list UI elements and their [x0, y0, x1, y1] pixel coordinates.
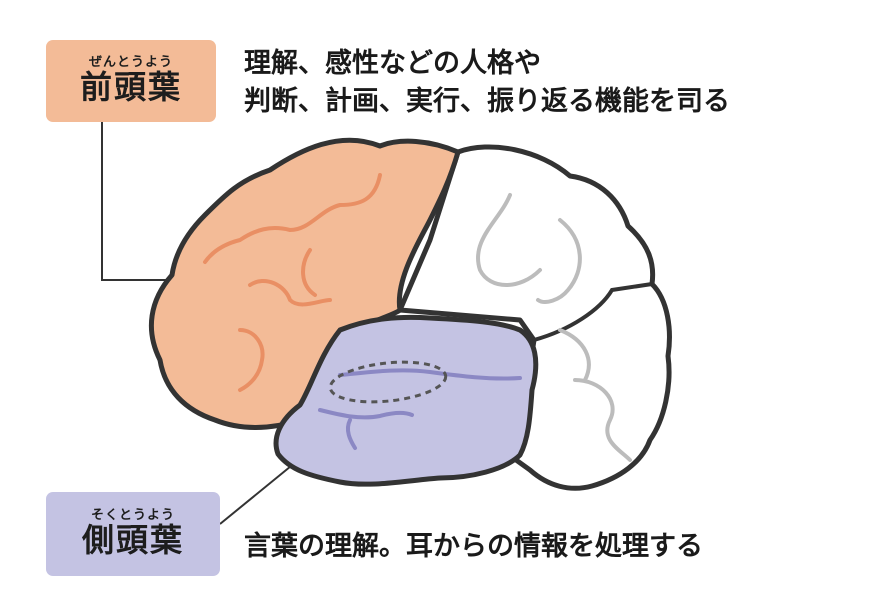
temporal-lobe-name: 側頭葉	[81, 521, 184, 560]
parietal-sulcus-2	[536, 218, 582, 304]
temporal-lobe-label: そくとうよう 側頭葉	[46, 492, 220, 576]
frontal-lobe-description-line-1: 理解、感性などの人格や	[244, 48, 541, 79]
parietal-occipital-region	[397, 144, 672, 491]
frontal-sulcus-3	[238, 328, 265, 392]
parietal-sulcus-1	[476, 193, 542, 287]
frontal-lobe-description-line-2: 判断、計画、実行、振り返る機能を司る	[244, 86, 730, 117]
occipital-sulcus-2	[558, 328, 591, 382]
frontal-sulcus-2	[248, 279, 332, 307]
frontal-lobe-ruby: ぜんとうよう	[88, 55, 173, 71]
frontal-sulcus-1	[203, 173, 382, 264]
temporal-sulcus-3	[345, 418, 357, 450]
temporal-lobe-description: 言葉の理解。耳からの情報を処理する	[244, 531, 703, 562]
temporal-lobe-ruby: そくとうよう	[90, 508, 175, 524]
temporal-sulcus-1	[338, 368, 522, 381]
temporal-lobe-shape	[273, 314, 539, 487]
frontal-lobe-description: 理解、感性などの人格や 判断、計画、実行、振り返る機能を司る	[244, 45, 730, 121]
frontal-lobe-label: ぜんとうよう 前頭葉	[46, 40, 216, 122]
frontal-lobe-name: 前頭葉	[79, 68, 182, 107]
frontal-sulcus-4	[301, 248, 317, 297]
occipital-sulcus-1	[573, 378, 632, 462]
auditory-area-ellipse	[328, 360, 448, 404]
temporal-sulcus-2	[318, 408, 414, 420]
